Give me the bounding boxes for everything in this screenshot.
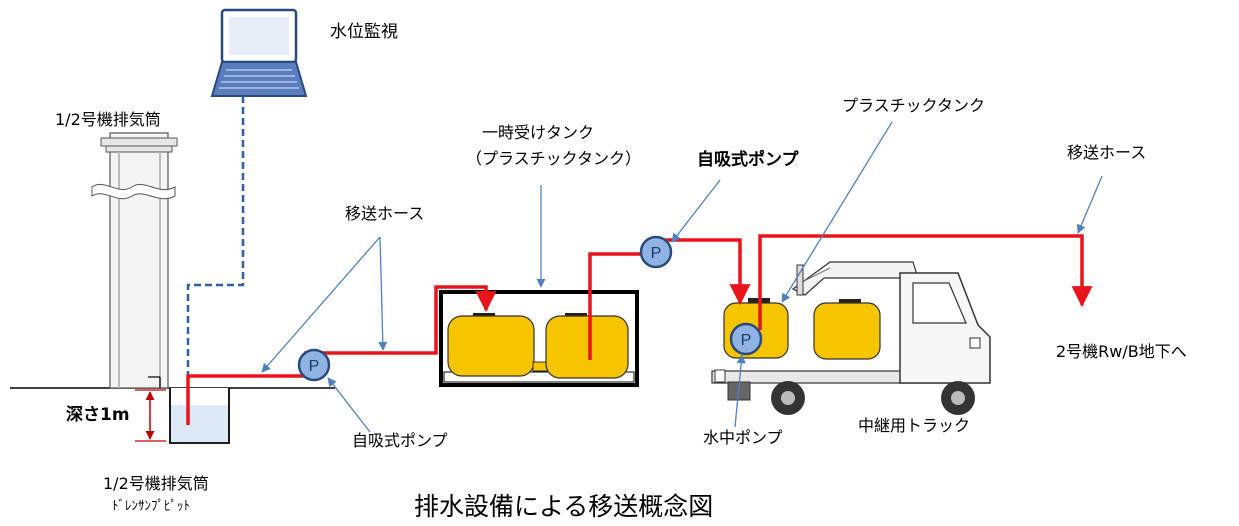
- exhaust-stack: [91, 132, 178, 389]
- svg-text:P: P: [741, 332, 752, 349]
- transfer-hose: [186, 285, 497, 425]
- diagram-caption: 排水設備による移送概念図: [414, 492, 714, 521]
- temporary-tank-frame: [439, 290, 639, 387]
- relay-truck: [711, 261, 991, 415]
- self-priming-pump-label-lower: 自吸式ポンプ: [352, 431, 448, 450]
- callout-hose-c: [1076, 175, 1103, 234]
- destination-label: 2号機Rw/B地下へ: [1056, 342, 1187, 361]
- transfer-hose-label-left: 移送ホース: [345, 204, 425, 223]
- relay-truck-label: 中継用トラック: [858, 416, 971, 435]
- self-priming-pump-upper: P: [639, 235, 673, 269]
- water-level-monitoring-label: 水位監視: [330, 22, 398, 42]
- transfer-hose-3: [758, 234, 1093, 330]
- drain-sump-pit: [148, 376, 230, 444]
- drain-sump-pit-label: ﾄﾞﾚﾝｻﾝﾌﾟﾋﾟｯﾄ: [112, 499, 190, 514]
- svg-text:P: P: [309, 358, 320, 375]
- pit-stack-label: 1/2号機排気筒: [103, 474, 209, 493]
- temporary-tank-label: 一時受けタンク: [482, 123, 595, 142]
- temporary-tank-left: [447, 313, 535, 377]
- exhaust-stack-label: 1/2号機排気筒: [55, 110, 161, 129]
- callout-plastic-tank: [781, 121, 893, 303]
- monitoring-cable: [186, 96, 245, 405]
- callout-pump-lower: [327, 377, 371, 433]
- callout-submersible: [734, 354, 746, 428]
- laptop-icon: [210, 8, 308, 97]
- temporary-tank-sublabel: （プラスチックタンク）: [466, 149, 642, 168]
- self-priming-pump-label-upper: 自吸式ポンプ: [697, 150, 799, 170]
- transfer-hose-label-right: 移送ホース: [1067, 143, 1147, 162]
- temporary-tank-right: [545, 313, 629, 379]
- callout-hose-b: [378, 236, 388, 351]
- self-priming-pump-lower: P: [297, 348, 331, 382]
- truck-tank-right: [813, 299, 881, 360]
- submersible-pump-label: 水中ポンプ: [703, 428, 783, 447]
- depth-label: 深さ1m: [66, 405, 130, 425]
- submersible-pump: P: [729, 322, 763, 356]
- callout-pump-upper: [671, 179, 721, 243]
- callout-hose-a: [261, 236, 381, 373]
- depth-dimension: [135, 389, 166, 442]
- svg-text:P: P: [651, 245, 662, 262]
- plastic-tank-label: プラスチックタンク: [842, 96, 986, 115]
